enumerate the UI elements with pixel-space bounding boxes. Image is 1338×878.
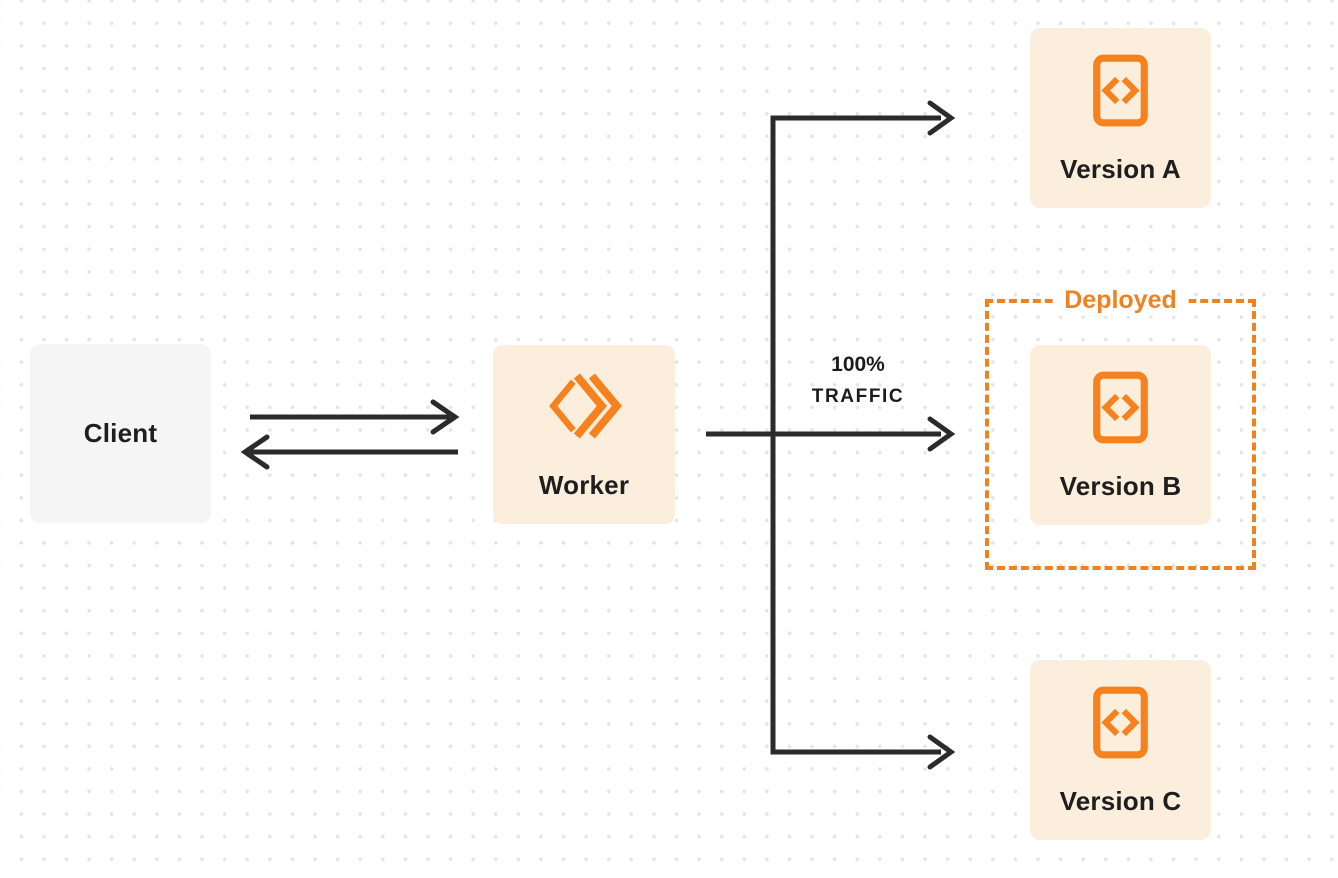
deployed-label: Deployed: [1052, 285, 1189, 316]
traffic-percent-text: 100%: [831, 353, 885, 376]
arrow-to-version-c-head: [927, 734, 956, 770]
workers-chevron-logo-icon: [544, 368, 624, 444]
deployed-group-outline: Deployed: [985, 285, 1256, 570]
version-c-label: Version C: [1059, 785, 1182, 816]
traffic-word-text: TRAFFIC: [811, 386, 905, 407]
version-b-node: Version B: [1030, 345, 1211, 525]
version-b-label: Version B: [1059, 470, 1182, 501]
version-a-node: Version A: [1030, 28, 1211, 208]
arrow-to-version-a-head: [927, 100, 956, 136]
version-c-node: Version C: [1030, 660, 1211, 840]
version-a-label: Version A: [1060, 153, 1181, 184]
client-node: Client: [30, 344, 211, 523]
arrow-client-to-worker-head: [430, 399, 460, 435]
worker-label: Worker: [538, 470, 630, 500]
traffic-annotation: 100% TRAFFIC: [778, 350, 938, 414]
arrow-worker-to-client-head: [240, 434, 270, 470]
client-label: Client: [83, 418, 158, 448]
code-document-icon: [1092, 52, 1149, 129]
arrow-to-version-b-head: [927, 416, 956, 452]
arrow-trunk-and-branches: [770, 115, 941, 755]
code-document-icon: [1092, 684, 1149, 761]
worker-node: Worker: [493, 345, 675, 524]
code-document-icon: [1092, 369, 1149, 446]
